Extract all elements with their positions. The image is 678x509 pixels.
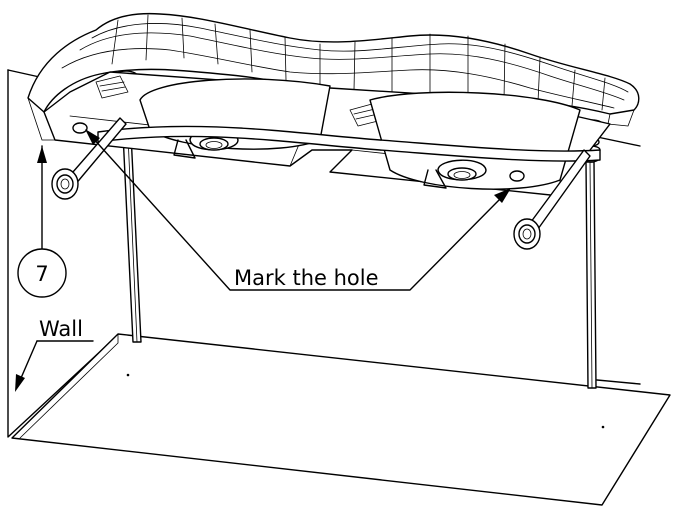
wall-callout: Wall xyxy=(15,317,94,392)
mark-hole-label: Mark the hole xyxy=(234,266,379,290)
step-number: 7 xyxy=(35,262,48,286)
floor-panel xyxy=(11,333,671,506)
mark-hole-callout: Mark the hole xyxy=(85,129,511,291)
wall-bracket-right xyxy=(513,149,591,250)
step-number-circle xyxy=(17,248,67,298)
washbasin-countertop xyxy=(27,12,640,141)
step-callout: 7 xyxy=(17,145,67,298)
wall-bracket-left xyxy=(51,117,127,200)
sink-bowls xyxy=(43,71,611,197)
arrow-head-wall xyxy=(15,374,25,392)
wall-label: Wall xyxy=(39,317,83,341)
arrow-head-left xyxy=(85,129,100,145)
arrow-head-right xyxy=(494,188,511,203)
